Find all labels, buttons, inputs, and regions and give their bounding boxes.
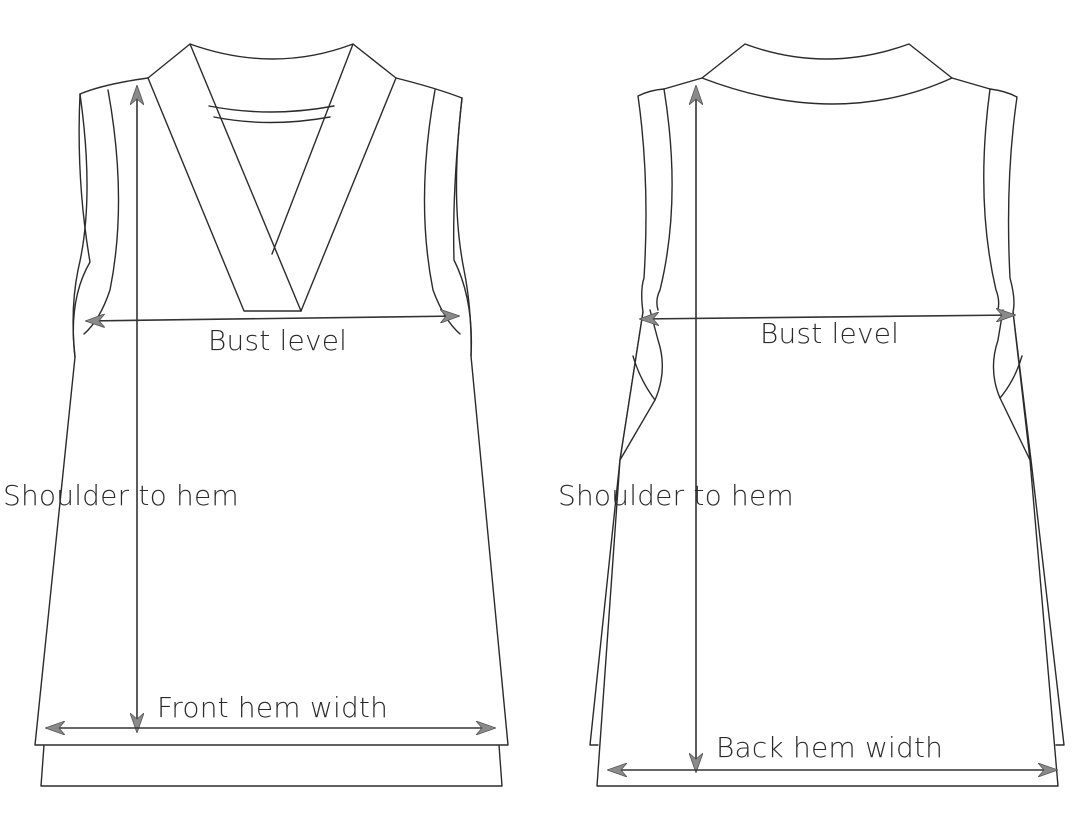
front-collar-right-inner	[271, 43, 354, 255]
back-bust-label: Bust level	[760, 317, 900, 350]
back-left-armhole-curve	[619, 399, 656, 461]
back-bust-arrow	[640, 315, 1015, 319]
back-neck-yoke	[701, 77, 953, 105]
front-back-neckline-inner	[213, 116, 331, 124]
front-bust-label: Bust level	[208, 324, 348, 357]
front-bust-arrow	[86, 316, 459, 321]
back-body-outline	[596, 43, 1059, 787]
front-body-outline	[34, 43, 509, 746]
back-right-armhole-curve	[999, 397, 1031, 461]
front-collar-left-inner	[189, 43, 302, 312]
front-collar-right-band	[300, 77, 397, 312]
front-view	[34, 43, 509, 787]
back-left-armhole-binding	[656, 88, 673, 311]
front-underlayer-hem	[40, 744, 503, 787]
front-back-neckline	[208, 105, 335, 113]
back-right-armhole-binding	[983, 88, 1000, 311]
back-view	[589, 43, 1065, 787]
front-length-label: Shoulder to hem	[3, 479, 239, 512]
front-right-armhole-edge	[455, 97, 472, 357]
back-hem-label: Back hem width	[716, 731, 944, 764]
back-length-label: Shoulder to hem	[558, 479, 794, 512]
front-hem-label: Front hem width	[157, 691, 389, 724]
front-left-armhole-edge	[72, 93, 88, 358]
